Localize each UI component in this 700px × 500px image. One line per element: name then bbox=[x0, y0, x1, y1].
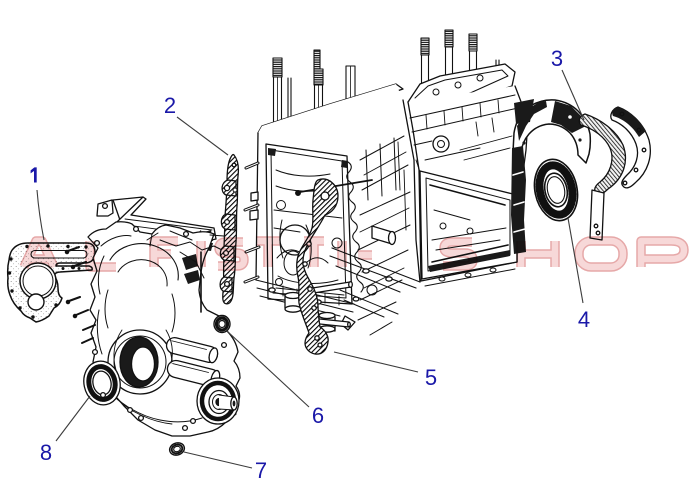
svg-text:4: 4 bbox=[578, 307, 590, 332]
svg-text:3: 3 bbox=[551, 46, 563, 71]
svg-text:6: 6 bbox=[312, 403, 324, 428]
svg-text:8: 8 bbox=[40, 440, 52, 465]
svg-text:7: 7 bbox=[255, 458, 267, 483]
svg-text:5: 5 bbox=[425, 365, 437, 390]
svg-text:2: 2 bbox=[164, 93, 176, 118]
